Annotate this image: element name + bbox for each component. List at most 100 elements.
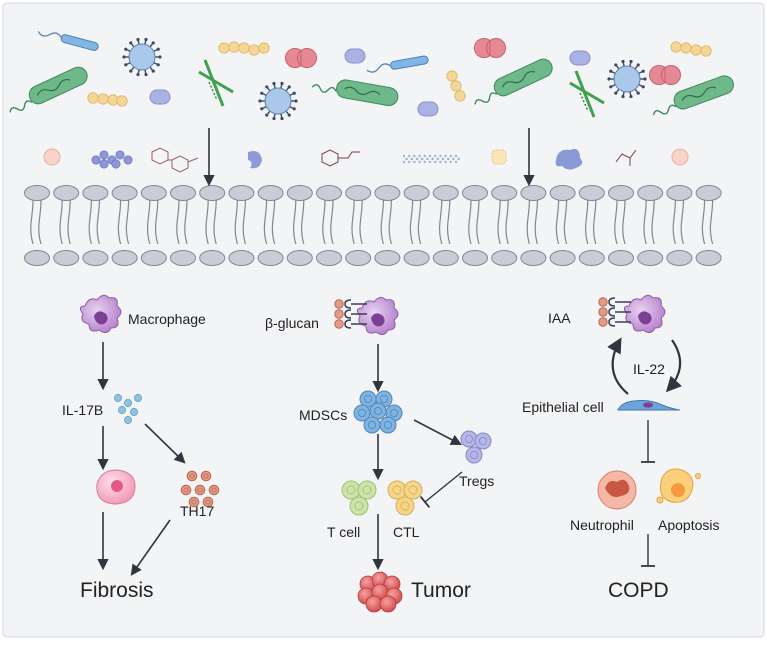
phospholipid: [140, 185, 167, 266]
phospholipid: [53, 185, 80, 266]
mdscs-label: MDSCs: [299, 407, 347, 423]
mdsc-to-treg-arrow: [413, 419, 462, 446]
pathway-arrows: [97, 128, 682, 576]
macrophage-label: Macrophage: [128, 311, 206, 327]
amino-acid-structure-icon: [615, 149, 637, 166]
metabolite-layer: [43, 147, 689, 173]
tumor-label: Tumor: [411, 579, 471, 602]
carbohydrate-structure-icon: [151, 147, 199, 173]
iaa-label: IAA: [548, 310, 571, 326]
mdsc-cell-cluster: [353, 390, 403, 434]
fungus-hyphae-icon: [569, 70, 605, 118]
phospholipid: [111, 185, 138, 266]
dectin-receptor-icon: [334, 299, 367, 329]
flagellated-bacterium-icon: [37, 31, 99, 51]
yeast-chain-icon: [670, 41, 712, 57]
ahr-receptor-icon: [598, 297, 631, 327]
neutrophil-label: Neutrophil: [570, 517, 634, 533]
bacterium-icon: [9, 66, 88, 113]
il22-to-epithelium-arrow: [665, 339, 682, 393]
phospholipid: [316, 185, 342, 266]
phospholipid: [170, 185, 196, 266]
peptide-chain-icon: [91, 150, 133, 169]
phospholipid: [520, 185, 547, 266]
ctl-label: CTL: [393, 524, 420, 540]
phospholipid: [549, 185, 576, 266]
spore-icon: [474, 38, 506, 58]
phospholipid: [462, 185, 488, 266]
phospholipid: [637, 185, 664, 266]
t-cell-cluster: [341, 480, 377, 516]
yeast-chain-icon: [218, 41, 270, 56]
spore-icon: [285, 48, 317, 68]
apoptosis-label: Apoptosis: [658, 517, 719, 533]
phospholipid: [199, 185, 226, 266]
phospholipid: [432, 185, 459, 266]
ctl-cell-cluster: [387, 480, 423, 516]
bacterium-icon: [652, 75, 734, 116]
cell-membrane: [24, 185, 722, 266]
fungal-protein-icon: [248, 151, 262, 169]
phospholipid: [608, 185, 634, 266]
treg-inhibit-ctl: [419, 471, 463, 509]
capsule-icon: [344, 48, 366, 64]
macrophage-icon: [79, 294, 122, 334]
il22-label: IL-22: [633, 361, 665, 377]
epithelium-to-macrophage-arrow: [607, 337, 629, 395]
il17b-label: IL-17B: [62, 402, 103, 418]
virus-icon: [122, 37, 162, 77]
fibrosis-label: Fibrosis: [80, 579, 154, 602]
il17b-to-th17-arrow: [144, 423, 186, 464]
sphere-icon: [43, 148, 61, 166]
inhibit-copd: [641, 534, 655, 567]
phospholipid: [345, 185, 372, 266]
phospholipid: [374, 185, 401, 266]
epithelium-inhibit-neutrophil: [641, 420, 655, 463]
microbe-layer: [9, 31, 734, 121]
protein-blob-icon: [555, 149, 583, 170]
phospholipid: [403, 185, 430, 266]
spore-icon: [649, 65, 681, 85]
capsule-icon: [569, 50, 591, 66]
yeast-chain-icon: [446, 70, 466, 102]
phospholipid: [491, 185, 518, 266]
tregs-label: Tregs: [459, 473, 494, 489]
phospholipid: [24, 185, 50, 266]
phospholipid: [666, 185, 693, 266]
bacterium-icon: [311, 79, 399, 107]
epithelial-cell-label: Epithelial cell: [522, 399, 604, 415]
sphere-icon: [671, 148, 689, 166]
th17-label: TH17: [180, 503, 214, 519]
macrophage-icon: [623, 294, 666, 334]
bacterium-icon: [474, 58, 553, 105]
copd-label: COPD: [608, 579, 669, 602]
fibroblast-cell-icon: [96, 469, 136, 505]
th17-cell-cluster: [180, 470, 220, 508]
phospholipid: [578, 185, 605, 266]
virus-icon: [258, 81, 298, 121]
phospholipid: [257, 185, 284, 266]
phenylalanine-structure-icon: [321, 149, 360, 167]
fungus-hyphae-icon: [198, 59, 234, 107]
capsule-icon: [149, 89, 171, 105]
phospholipid: [695, 185, 722, 266]
yeast-chain-icon: [87, 92, 128, 107]
il17b-cytokine-icon: [114, 394, 142, 424]
tumor-icon: [357, 571, 403, 613]
virus-icon: [607, 59, 647, 99]
phospholipid: [82, 185, 109, 266]
crystal-icon: [491, 149, 507, 165]
th17-to-fibrosis-arrow: [130, 519, 171, 576]
flagellated-bacterium-icon: [366, 55, 429, 73]
polysaccharide-icon: [402, 154, 460, 164]
treg-cell-cluster: [460, 430, 492, 464]
immune-cell-layer: [79, 294, 701, 613]
epithelial-cell-icon: [617, 400, 681, 411]
phospholipid: [286, 185, 313, 266]
neutrophil-icon: [597, 470, 637, 510]
phospholipid: [228, 185, 255, 266]
macrophage-icon: [356, 296, 399, 336]
t-cell-label: T cell: [327, 524, 360, 540]
apoptotic-cell-icon: [656, 468, 701, 504]
